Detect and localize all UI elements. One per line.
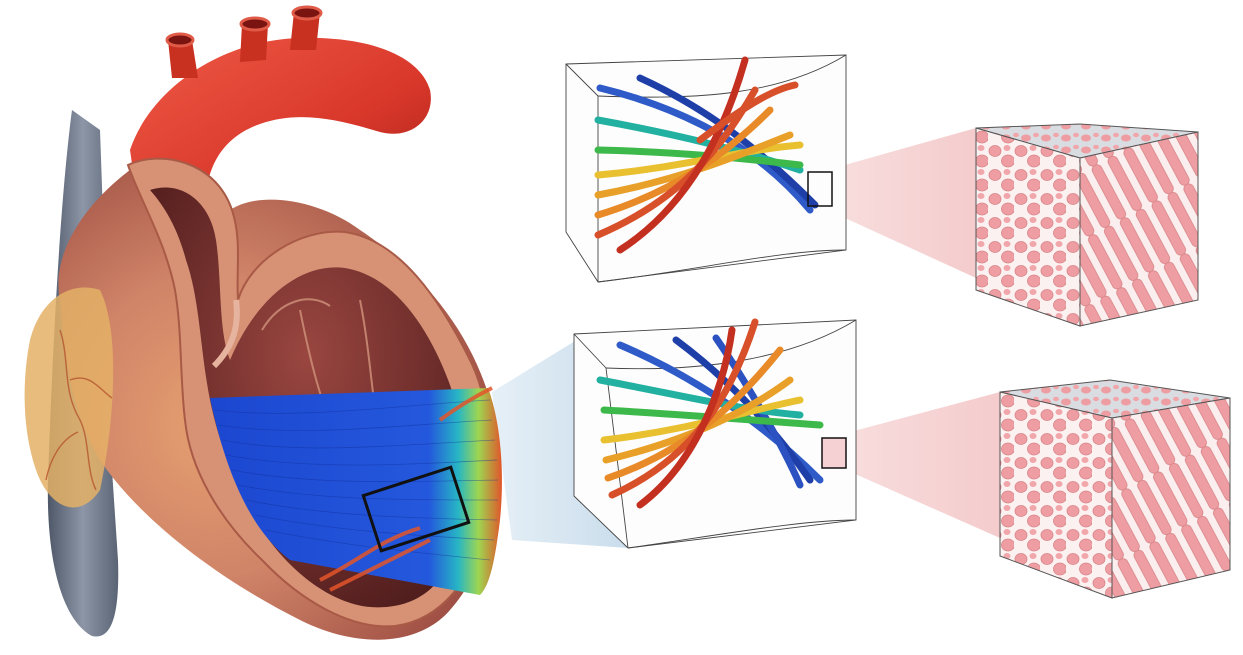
tissue-cube-top (976, 124, 1198, 326)
right-atrium (25, 287, 114, 507)
fiber-block-bottom (574, 320, 856, 548)
heart-illustration (25, 7, 502, 640)
tissue-cube-bottom (1000, 380, 1230, 598)
block-bottom-focus-box (822, 438, 846, 468)
fiber-block-top (566, 55, 846, 282)
